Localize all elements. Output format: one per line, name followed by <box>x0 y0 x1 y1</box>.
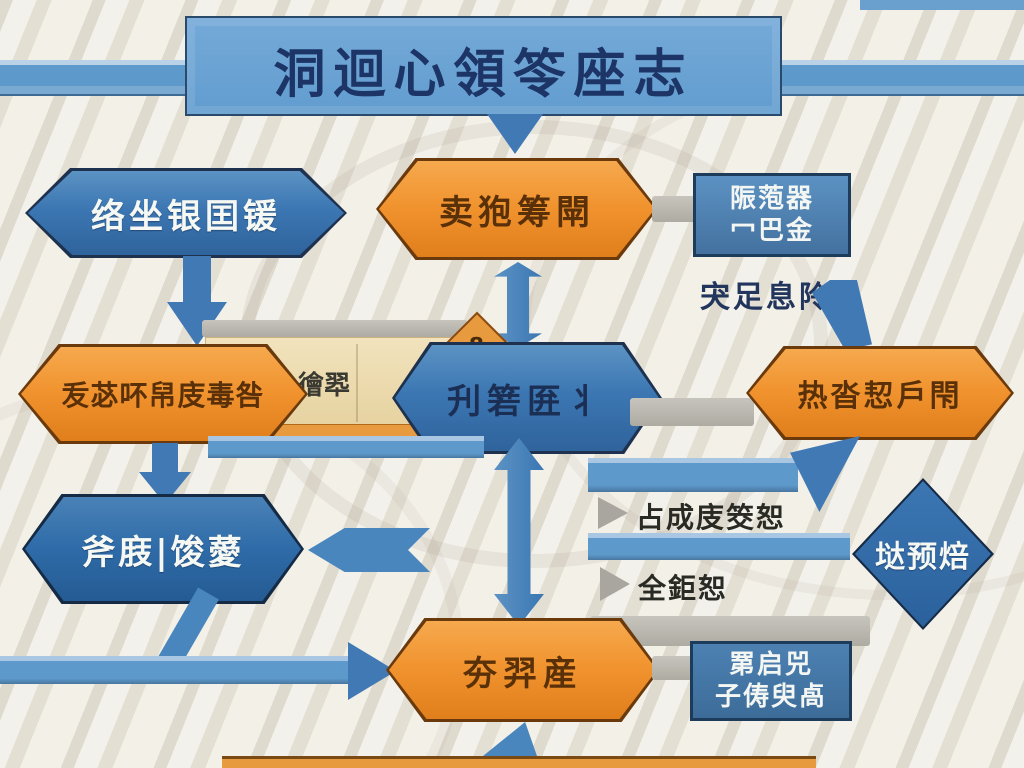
bullet-text: 全鉅恕 <box>638 572 729 605</box>
strip-divider <box>356 344 358 422</box>
arrow-upright-icon <box>790 436 860 512</box>
connector-blue-bar <box>588 458 798 492</box>
double-arrow-vertical-icon <box>494 438 544 626</box>
node-label: 夯羿産 <box>463 653 583 694</box>
bottom-band <box>222 756 816 768</box>
node-label: 罤启兕 <box>728 649 813 680</box>
node-label: 叐苾吥帠庋毒咎 <box>61 379 265 412</box>
node-top-right-box: 陙萢器 冖巴金 <box>693 173 851 257</box>
annotation-text: 宊足息阾 <box>700 280 832 315</box>
connector-blue-bar <box>0 656 352 684</box>
connector-blue-bar <box>588 533 850 560</box>
node-label: 垯预焙 <box>875 540 971 575</box>
arrow-down-from-title-icon <box>487 114 543 154</box>
connector-stem <box>183 256 211 306</box>
node-mid-right-hexagon: 热沓恝戶閇 <box>746 346 1014 440</box>
node-label: 陙萢器 <box>729 183 814 214</box>
node-label: 冖巴金 <box>729 216 814 246</box>
page-title: 洞迴心領笭座志 <box>273 44 694 105</box>
node-label: 卖狍筹閛 <box>439 192 595 233</box>
node-top-left-hexagon: 络坐银囯锾 <box>25 168 347 258</box>
node-label: 刋箬匥丬 <box>447 381 607 422</box>
node-bottom-right-box: 罤启兕 子俦臾卨 <box>690 641 852 721</box>
node-mid-center-hexagon: 刋箬匥丬 <box>392 342 662 454</box>
node-label: 热沓恝戶閇 <box>797 379 963 414</box>
bullet-triangle-icon <box>598 497 628 529</box>
node-lower-left-hexagon: 斧庪|馂薆 <box>22 494 304 604</box>
node-diamond: 垯预焙 <box>852 478 994 630</box>
node-top-center-hexagon: 卖狍筹閛 <box>376 158 658 260</box>
connector-gray <box>630 398 754 426</box>
node-bottom-hexagon: 夯羿産 <box>386 618 660 722</box>
connector-blue-bar <box>208 436 484 458</box>
connector-gray <box>202 320 468 337</box>
node-label: 络坐银囯锾 <box>91 196 281 237</box>
bullet-text: 占成庋筊恕 <box>636 501 787 534</box>
node-mid-left-hexagon: 叐苾吥帠庋毒咎 <box>18 344 308 444</box>
connector-gray <box>652 196 698 222</box>
top-band-stripe <box>860 0 1024 10</box>
arrow-left-notched-icon <box>308 528 430 572</box>
bullet-triangle-icon <box>600 567 630 601</box>
node-label: 斧庪|馂薆 <box>81 532 245 573</box>
node-label: 子俦臾卨 <box>714 682 827 712</box>
arrow-corner-icon <box>483 722 537 756</box>
title-banner: 洞迴心領笭座志 <box>185 16 782 116</box>
connector-stem <box>152 443 178 476</box>
